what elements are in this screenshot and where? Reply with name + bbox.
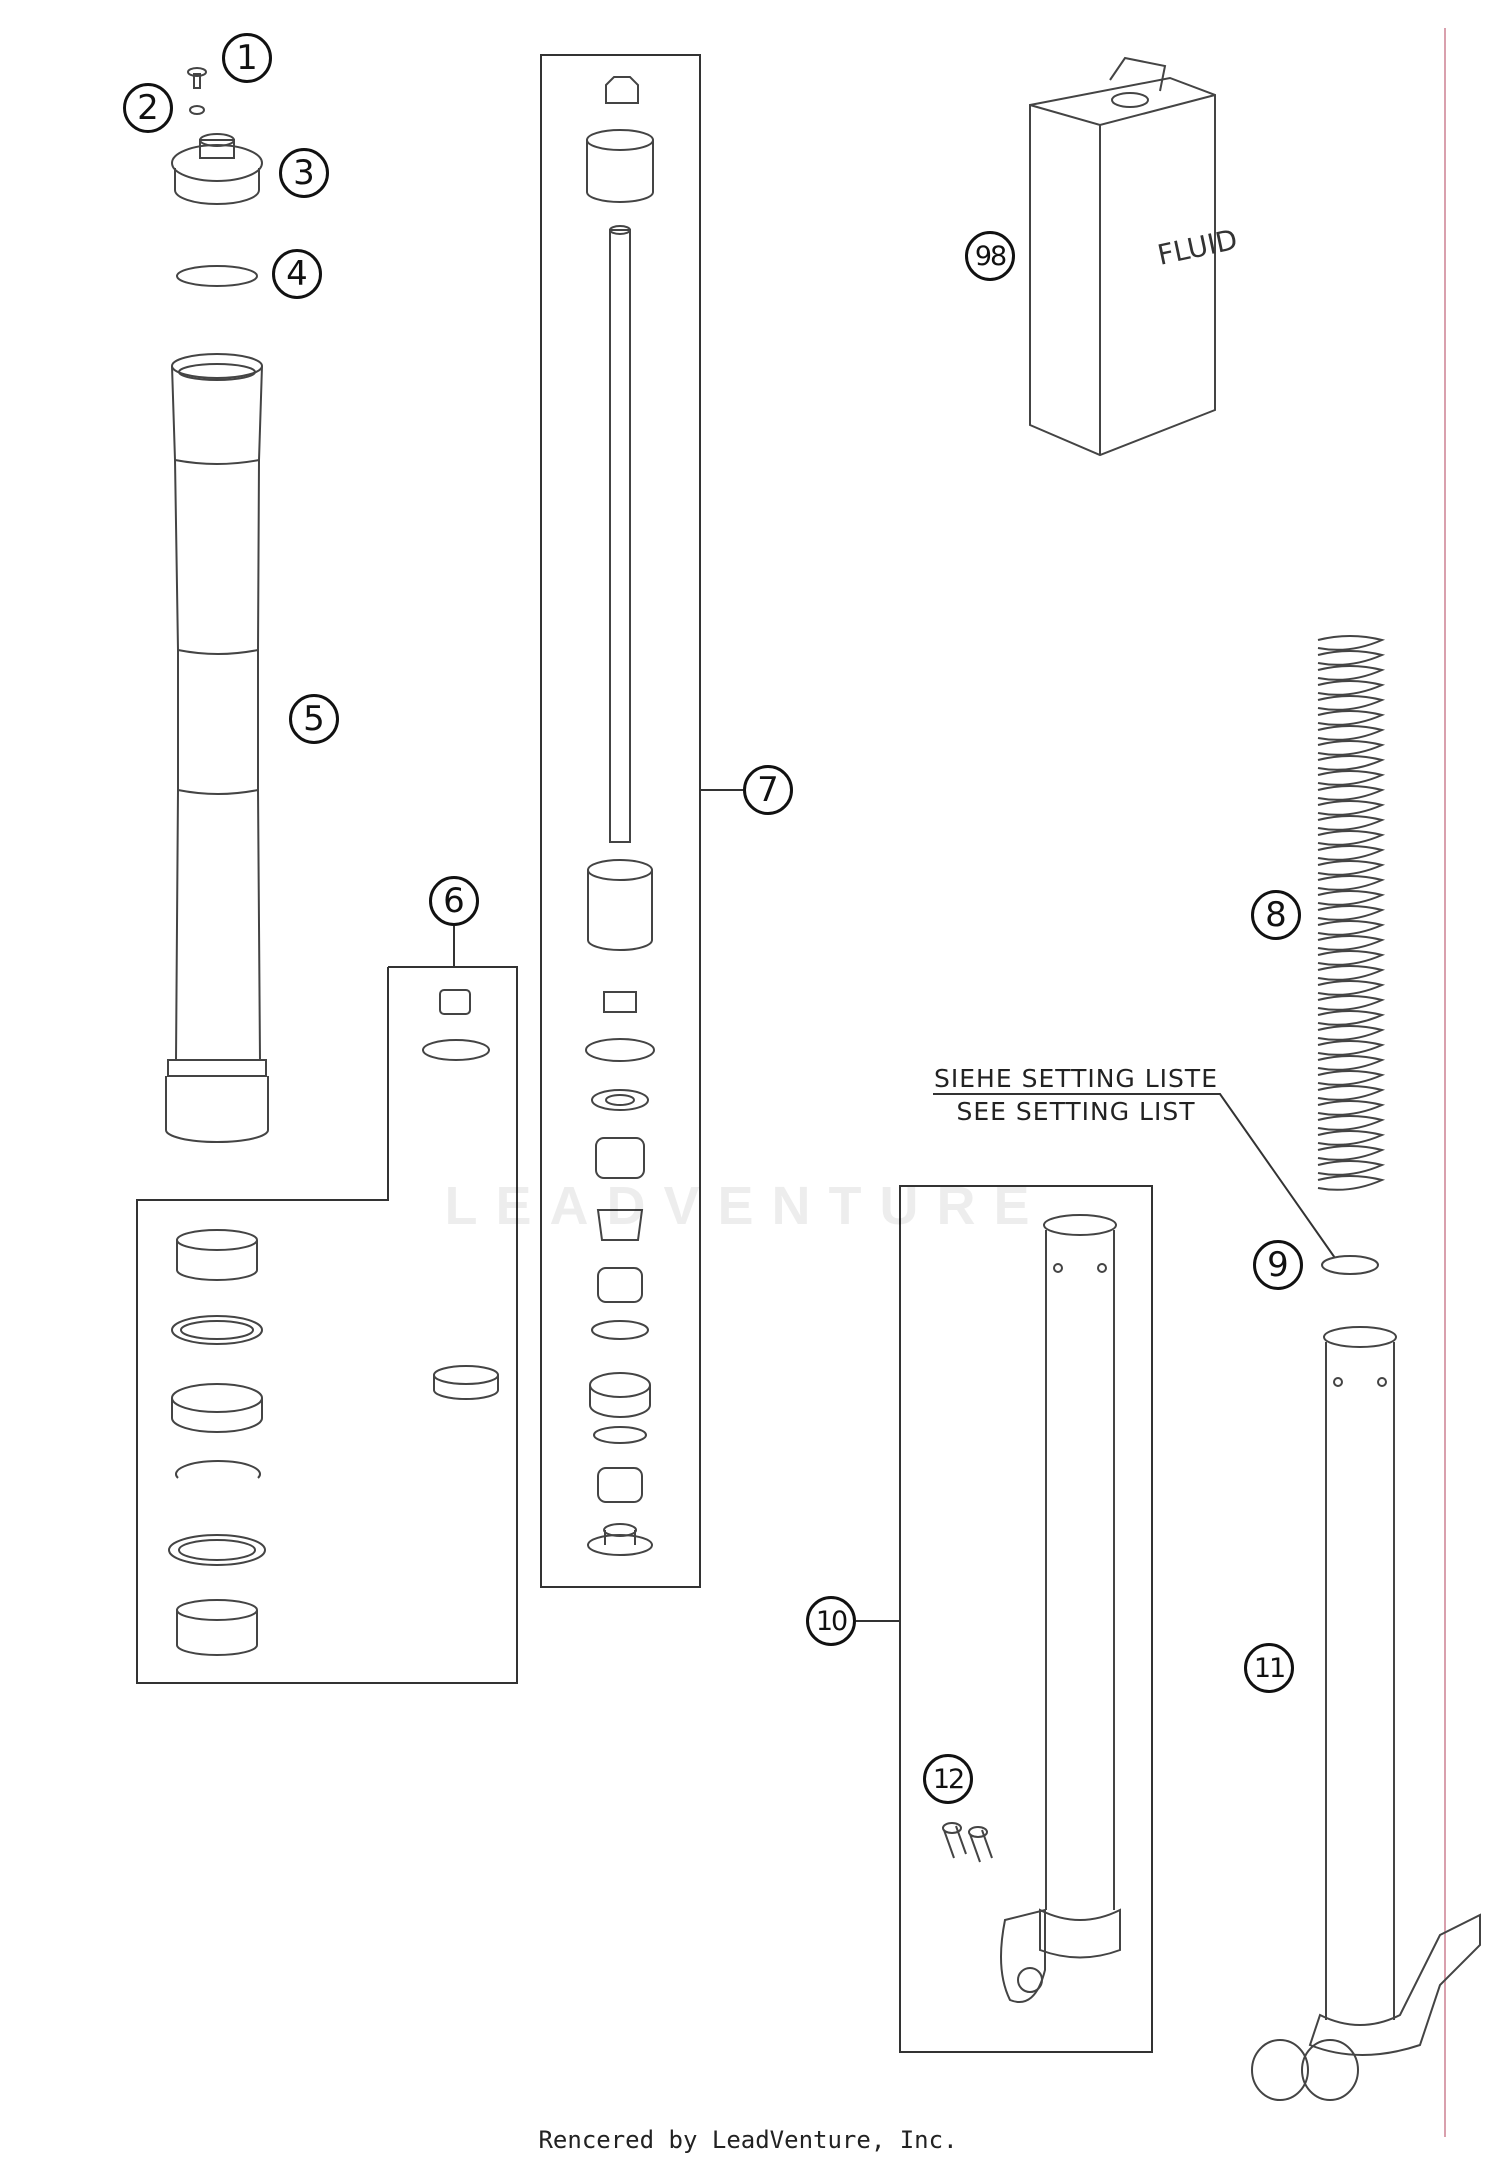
footer-credit: Rencered by LeadVenture, Inc. <box>538 2126 958 2154</box>
part-2-washer <box>189 105 205 115</box>
part-1-screw <box>187 67 207 89</box>
callout-5[interactable]: 5 <box>289 694 339 744</box>
callout-7[interactable]: 7 <box>743 765 793 815</box>
part-12-bolts <box>942 1822 993 1863</box>
part-98-fluid-can: FLUID <box>1029 56 1241 457</box>
part-4-o-ring <box>176 265 258 287</box>
note-german: SIEHE SETTING LISTE <box>934 1064 1218 1093</box>
callout-9[interactable]: 9 <box>1253 1240 1303 1290</box>
group-box-10 <box>899 1185 1153 2053</box>
part-8-spring <box>1317 635 1386 1191</box>
callout-11[interactable]: 11 <box>1244 1643 1294 1693</box>
group-box-6 <box>136 966 518 1684</box>
part-9-spacer <box>1321 1255 1379 1275</box>
leader-9-note <box>933 1093 1336 1259</box>
callout-10[interactable]: 10 <box>806 1596 856 1646</box>
callout-3[interactable]: 3 <box>279 148 329 198</box>
callout-98[interactable]: 98 <box>965 231 1015 281</box>
note-english: SEE SETTING LIST <box>956 1097 1196 1126</box>
group-box-7 <box>540 54 701 1588</box>
part-11-inner-tube <box>1251 1326 1481 2101</box>
callout-12[interactable]: 12 <box>923 1754 973 1804</box>
can-label: FLUID <box>1155 223 1241 272</box>
part-7-cartridge <box>585 76 655 1556</box>
part-10-inner-tube <box>1000 1214 1121 2003</box>
callout-6[interactable]: 6 <box>429 876 479 926</box>
part-3-cap <box>171 133 263 205</box>
part-5-outer-tube <box>165 353 269 1143</box>
watermark-text: LEADVENTURE <box>444 1176 1048 1236</box>
callout-4[interactable]: 4 <box>272 249 322 299</box>
callout-2[interactable]: 2 <box>123 83 173 133</box>
callout-1[interactable]: 1 <box>222 33 272 83</box>
part-6-bushing-set <box>168 989 499 1656</box>
callout-8[interactable]: 8 <box>1251 890 1301 940</box>
